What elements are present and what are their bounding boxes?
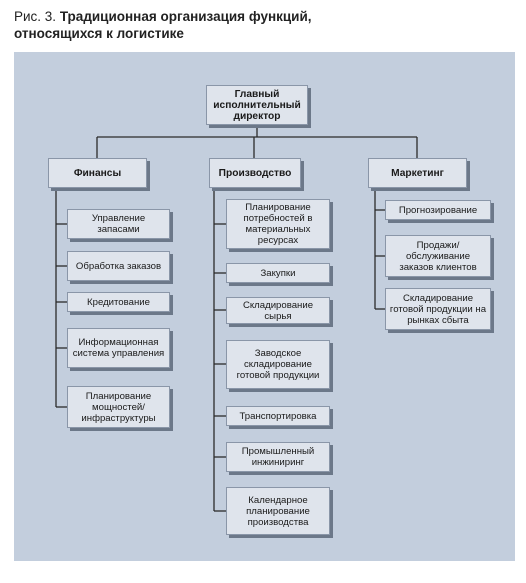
finance-item-box: Управление запасами [67,209,170,239]
production-head-box: Производство [209,158,301,188]
production-item-box: Календарное планирование производства [226,487,330,535]
connector-lines [55,126,418,512]
ceo-label: Главный исполнительный директор [213,88,301,122]
finance-item-label: Кредитование [87,296,150,308]
finance-item-box: Кредитование [67,292,170,312]
finance-item-box: Обработка заказов [67,251,170,281]
production-item-label: Календарное планирование производства [246,494,310,528]
production-item-box: Планирование потребностей в материальных… [226,199,330,249]
finance-item-label: Управление запасами [91,213,146,235]
production-item-box: Складирование сырья [226,297,330,324]
marketing-item-label: Прогнозирование [398,204,478,216]
production-item-box: Заводское складирование готовой продукци… [226,340,330,389]
marketing-item-box: Складирование готовой продукции на рынка… [385,288,491,330]
marketing-item-label: Складирование готовой продукции на рынка… [389,292,487,326]
figure-number: Рис. 3. [14,9,57,24]
marketing-item-label: Продажи/ обслуживание заказов клиентов [399,239,477,273]
marketing-item-box: Продажи/ обслуживание заказов клиентов [385,235,491,277]
finance-head-box: Финансы [48,158,147,188]
finance-item-label: Информационная система управления [72,337,165,359]
marketing-head-box: Маркетинг [368,158,467,188]
finance-item-label: Планирование мощностей/ инфраструктуры [81,390,156,424]
marketing-head-label: Маркетинг [391,167,444,179]
production-item-box: Промышленный инжиниринг [226,442,330,472]
production-item-label: Закупки [260,267,296,279]
production-item-label: Промышленный инжиниринг [241,446,315,468]
production-item-label: Планирование потребностей в материальных… [243,202,313,246]
finance-item-box: Информационная система управления [67,328,170,368]
ceo-box: Главный исполнительный директор [206,85,308,125]
finance-head-label: Финансы [73,167,122,179]
marketing-item-box: Прогнозирование [385,200,491,220]
figure-title-line1: Традиционная организация функций, [59,9,312,24]
production-item-label: Заводское складирование готовой продукци… [236,348,320,381]
production-head-label: Производство [218,167,292,179]
production-item-box: Транспортировка [226,406,330,426]
production-item-label: Транспортировка [239,410,317,422]
finance-item-label: Обработка заказов [75,260,162,272]
production-item-label: Складирование сырья [242,299,314,322]
figure-caption: Рис. 3. Традиционная организация функций… [14,8,514,42]
figure-title-line2: относящихся к логистике [14,26,184,41]
org-chart-panel: Главный исполнительный директор Финансы … [14,52,515,561]
finance-item-box: Планирование мощностей/ инфраструктуры [67,386,170,428]
production-item-box: Закупки [226,263,330,283]
